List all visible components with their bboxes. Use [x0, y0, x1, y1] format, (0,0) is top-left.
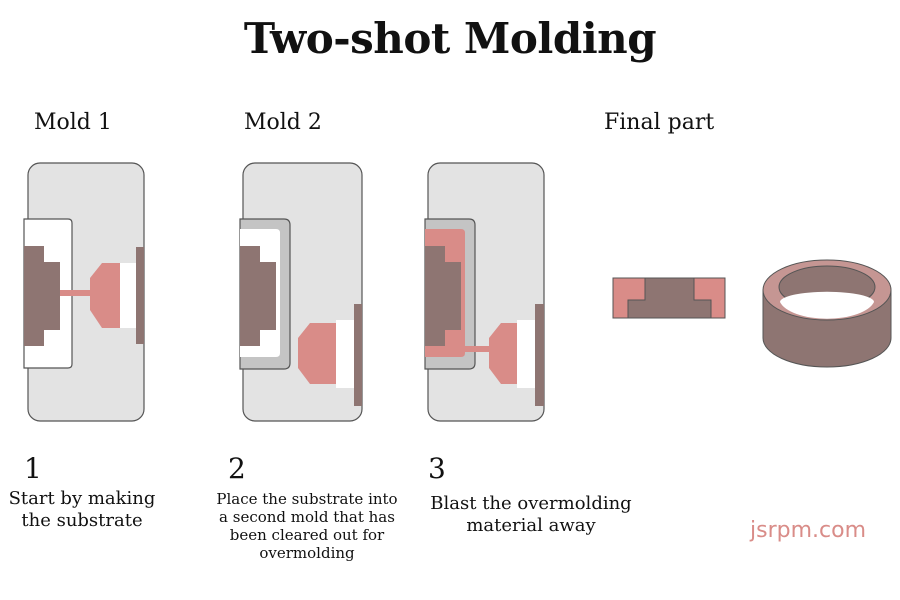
final-part-section — [612, 277, 726, 319]
mold-1-nozzle — [90, 263, 120, 328]
mold-3-plate — [535, 304, 544, 406]
step-1-text: Start by making the substrate — [8, 488, 156, 531]
mold-1-plate — [136, 247, 144, 344]
final-substrate — [627, 277, 712, 319]
page-title: Two-shot Molding — [243, 14, 657, 63]
mold-1-runner — [60, 290, 90, 296]
mold-2-nozzle — [298, 323, 336, 384]
mold-3-substrate — [425, 246, 461, 346]
mold-2-plate — [354, 304, 362, 406]
watermark: jsrpm.com — [750, 518, 866, 543]
mold-1-substrate — [24, 246, 60, 346]
mold-2-illustration — [239, 162, 363, 422]
mold-3-runner — [465, 346, 489, 352]
mold-1-gap — [120, 263, 136, 328]
final-part-ring — [762, 259, 892, 368]
label-mold-2: Mold 2 — [244, 110, 322, 135]
step-2-text: Place the substrate into a second mold t… — [216, 490, 398, 562]
mold-3-nozzle — [489, 323, 517, 384]
mold-2-gap — [336, 320, 354, 388]
mold-3-gap — [517, 320, 535, 388]
label-final-part: Final part — [604, 110, 715, 135]
step-3-number: 3 — [428, 452, 446, 485]
mold-2-substrate — [240, 246, 276, 346]
mold-3-illustration — [424, 162, 545, 422]
step-3-text: Blast the overmolding material away — [430, 493, 632, 536]
label-mold-1: Mold 1 — [34, 110, 112, 135]
step-2-number: 2 — [228, 452, 246, 485]
step-1-number: 1 — [24, 452, 42, 485]
mold-1-illustration — [23, 162, 145, 422]
